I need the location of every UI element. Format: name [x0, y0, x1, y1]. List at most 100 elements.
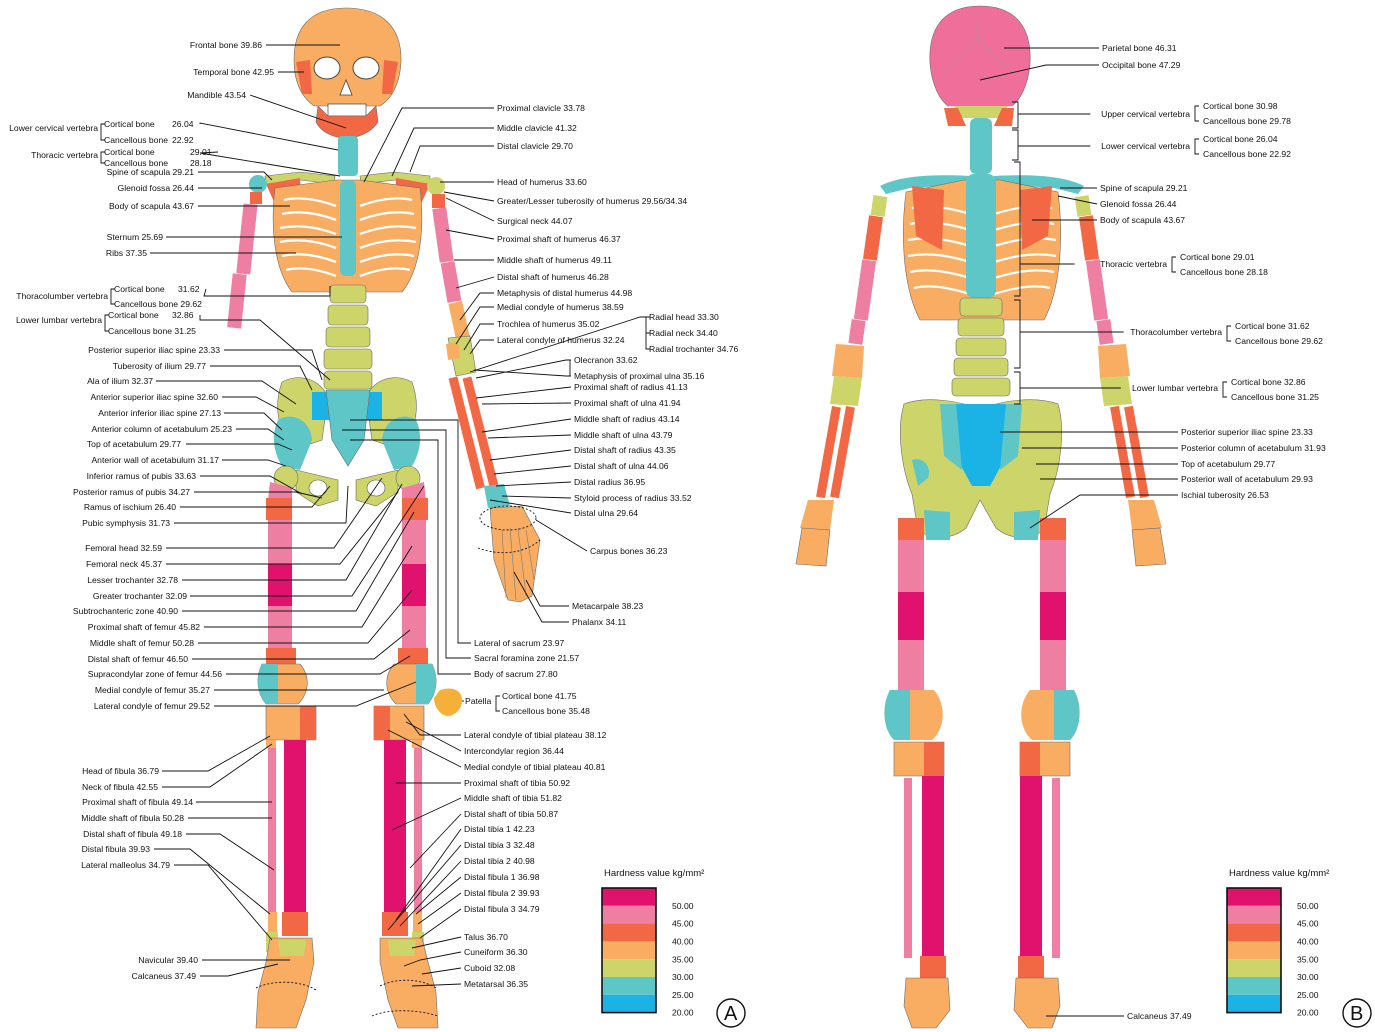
label-a-right: Sacral foramina zone 21.57: [474, 653, 579, 663]
femur-right-lateral-condyle: [416, 664, 436, 704]
vertebra-cancellous-a: Cancellous bone 31.25: [108, 326, 196, 336]
leader-a-right: [410, 146, 494, 172]
humerus-right: [427, 177, 470, 339]
obturator-right: [367, 480, 385, 496]
foot-b-right: [1014, 978, 1060, 1028]
label-a-right: Proximal shaft of tibia 50.92: [464, 778, 570, 788]
label-b-right: Parietal bone 46.31: [1102, 43, 1177, 53]
label-a-left: Subtrochanteric zone 40.90: [73, 606, 178, 616]
vertebra-cancellous-a: Cancellous bone 29.62: [114, 299, 202, 309]
scale-swatch: [1227, 924, 1281, 942]
scale-swatch: [602, 888, 656, 906]
scale-b-title: Hardness value kg/mm²: [1229, 868, 1329, 879]
scale-tick: 50.00: [1297, 901, 1319, 911]
leader-a-left: [214, 682, 416, 706]
label-a-right: Distal clavicle 29.70: [497, 141, 573, 151]
label-a-right: Greater/Lesser tuberosity of humerus 29.…: [497, 196, 687, 206]
label-b-right: Posterior superior iliac spine 23.33: [1181, 427, 1313, 437]
scale-tick: 20.00: [672, 1008, 694, 1018]
orbit-right: [353, 57, 379, 79]
leader-a-right: [490, 450, 571, 460]
talus-left: [278, 940, 306, 956]
ischial-right: [1014, 510, 1040, 540]
label-a-right: Body of sacrum 27.80: [474, 669, 558, 679]
vertebra-cortical-b: Cortical bone 31.62: [1235, 321, 1310, 331]
label-a-left: Navicular 39.40: [138, 955, 198, 965]
label-a-right: Cancellous bone 35.48: [502, 706, 590, 716]
label-a-right: Cortical bone 41.75: [502, 691, 577, 701]
sternum: [340, 180, 356, 276]
label-a-right: Trochlea of humerus 35.02: [497, 319, 600, 329]
leader-a-right: [364, 108, 494, 182]
vertebra-group-b: Thoracic vertebra: [1100, 259, 1167, 269]
leader-a-right: [482, 403, 571, 404]
scale-swatch: [602, 906, 656, 924]
leader-a-left: [222, 397, 284, 412]
arm-b-left: [796, 195, 887, 566]
scale-swatch: [602, 924, 656, 942]
label-b-right: Posterior column of acetabulum 31.93: [1181, 443, 1326, 453]
label-a-right: Distal tibia 2 40.98: [464, 856, 535, 866]
label-a-left: Anterior superior iliac spine 32.60: [90, 392, 218, 402]
scale-tick: 30.00: [672, 972, 694, 982]
label-a-right: Surgical neck 44.07: [497, 216, 573, 226]
label-b-right: Ischial tuberosity 26.53: [1181, 490, 1269, 500]
leader-a-right: [536, 520, 587, 551]
cervical-spine-b: [970, 118, 992, 174]
label-a-right: Distal shaft of radius 43.35: [574, 445, 676, 455]
fibula-left: [266, 740, 278, 952]
tibia-b-left-distal: [920, 956, 946, 978]
label-a-right: Medial condyle of humerus 38.59: [497, 302, 624, 312]
tibia-left: [282, 740, 308, 936]
ischial-left: [924, 510, 950, 540]
label-a-right: Middle shaft of ulna 43.79: [574, 430, 673, 440]
label-a-right: Proximal shaft of ulna 41.94: [574, 398, 681, 408]
leader-a-right: [456, 277, 494, 288]
label-a-left: Ramus of ischium 26.40: [84, 502, 176, 512]
tibial-plateau-left-medial: [300, 706, 316, 740]
leader-a-right: [418, 893, 461, 924]
label-a-right: Intercondylar region 36.44: [464, 746, 564, 756]
label-a-left: Posterior ramus of pubis 34.27: [73, 487, 190, 497]
vertebra-cortical-a: Cortical bone: [108, 310, 159, 320]
vertebra-group-a: Lower cervical vertebra: [9, 123, 98, 133]
tibia-right: [382, 740, 408, 936]
talus-right: [388, 940, 416, 956]
fibula-b-right: [1052, 778, 1060, 958]
vertebra-cortical-b: Cortical bone 26.04: [1203, 134, 1278, 144]
vertebra-cortical-a: Cortical bone: [114, 284, 165, 294]
label-a-right: Talus 36.70: [464, 932, 508, 942]
bracket-b: [1223, 382, 1227, 397]
label-a-left: Tuberosity of ilium 29.77: [113, 361, 207, 371]
label-a-left: Femoral neck 45.37: [86, 559, 162, 569]
leader-a-left: [162, 736, 270, 771]
label-a-left: Proximal shaft of fibula 49.14: [82, 797, 193, 807]
leader-a-left: [224, 413, 282, 430]
label-a-right: Lateral of sacrum 23.97: [474, 638, 565, 648]
label-a-left: Anterior wall of acetabulum 31.17: [91, 455, 219, 465]
femur-b-right: [1021, 518, 1079, 740]
label-a-right: Radial trochanter 34.76: [649, 344, 739, 354]
label-a-right: Metaphysis of proximal ulna 35.16: [574, 371, 705, 381]
label-a-right: Radial head 33.30: [649, 312, 719, 322]
thoracic-spine-b: [966, 174, 996, 298]
leader-a-right: [420, 909, 461, 938]
vertebra-group-b: Thoracolumber vertebra: [1130, 327, 1222, 337]
vertebra-group-a: Lower lumbar vertebra: [16, 315, 102, 325]
label-a-left: Mandible 43.54: [187, 90, 246, 100]
label-a-right: Phalanx 34.11: [572, 617, 627, 627]
label-a-left: Distal shaft of femur 46.50: [88, 654, 189, 664]
scale-tick: 35.00: [1297, 954, 1319, 964]
label-a-right: Middle shaft of radius 43.14: [574, 414, 680, 424]
leader-a-left: [154, 849, 270, 914]
vertebra-group-b: Lower cervical vertebra: [1101, 141, 1190, 151]
label-a-right: Carpus bones 36.23: [590, 546, 668, 556]
label-a-right: Lateral condyle of humerus 32.24: [497, 335, 625, 345]
label-a-left: Lateral malleolus 34.79: [81, 860, 170, 870]
scale-tick: 30.00: [1297, 972, 1319, 982]
fibula-right: [412, 740, 424, 952]
panel-letter-a: A: [717, 999, 745, 1027]
label-a-right: Distal fibula 1 36.98: [464, 872, 540, 882]
